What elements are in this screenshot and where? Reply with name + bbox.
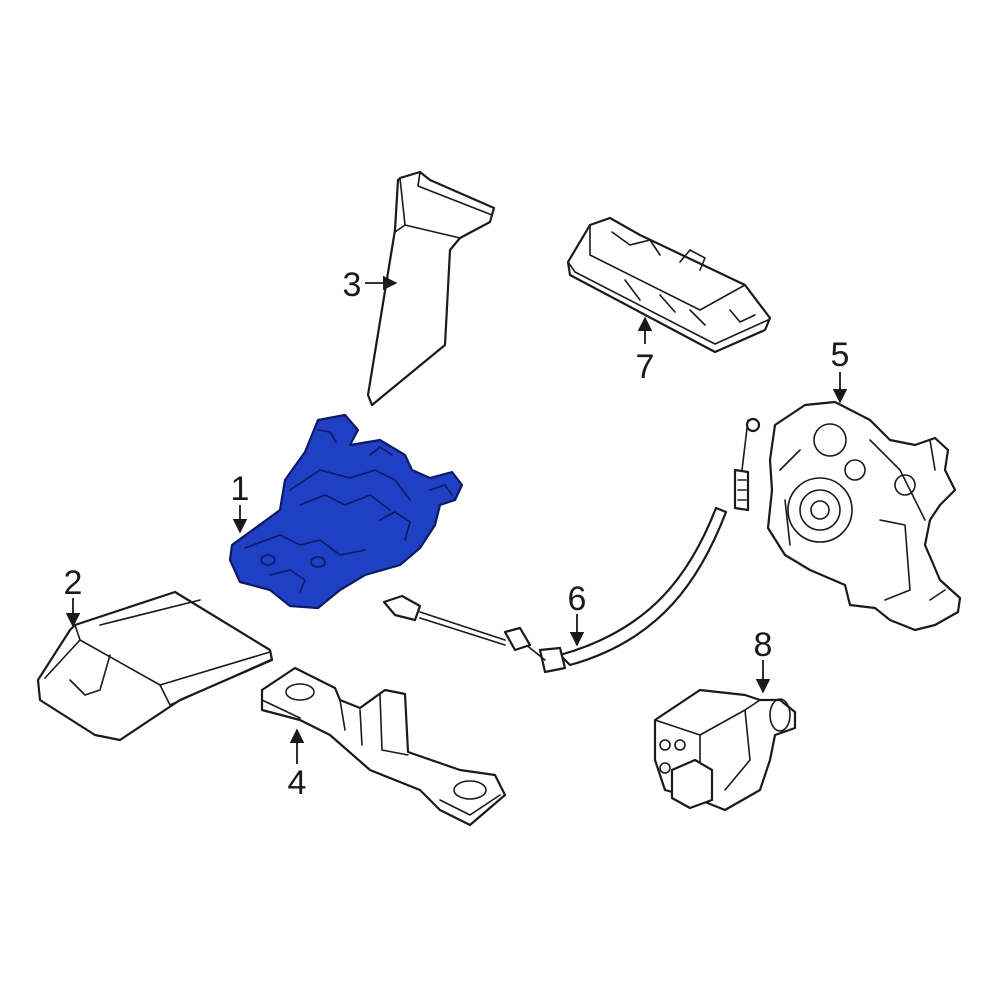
part-6-cable[interactable] bbox=[382, 417, 761, 674]
callout-3[interactable]: 3 bbox=[343, 266, 362, 304]
callout-6[interactable]: 6 bbox=[568, 580, 587, 618]
callout-4[interactable]: 4 bbox=[288, 764, 307, 802]
callout-5[interactable]: 5 bbox=[831, 336, 850, 374]
part-5-actuator[interactable] bbox=[766, 400, 962, 632]
part-2-cover[interactable] bbox=[36, 590, 274, 742]
part-4-striker[interactable] bbox=[260, 666, 507, 827]
callout-2[interactable]: 2 bbox=[64, 564, 83, 602]
callout-8[interactable]: 8 bbox=[754, 626, 773, 664]
leaders bbox=[65, 275, 848, 764]
part-3-bracket[interactable] bbox=[366, 170, 496, 407]
part-7-housing[interactable] bbox=[566, 216, 772, 354]
callouts: 1 2 3 4 5 6 7 8 bbox=[64, 266, 850, 802]
callout-1[interactable]: 1 bbox=[231, 470, 250, 508]
part-1-latch[interactable] bbox=[228, 413, 464, 610]
part-8-sensor[interactable] bbox=[653, 688, 797, 812]
callout-7[interactable]: 7 bbox=[636, 348, 655, 386]
